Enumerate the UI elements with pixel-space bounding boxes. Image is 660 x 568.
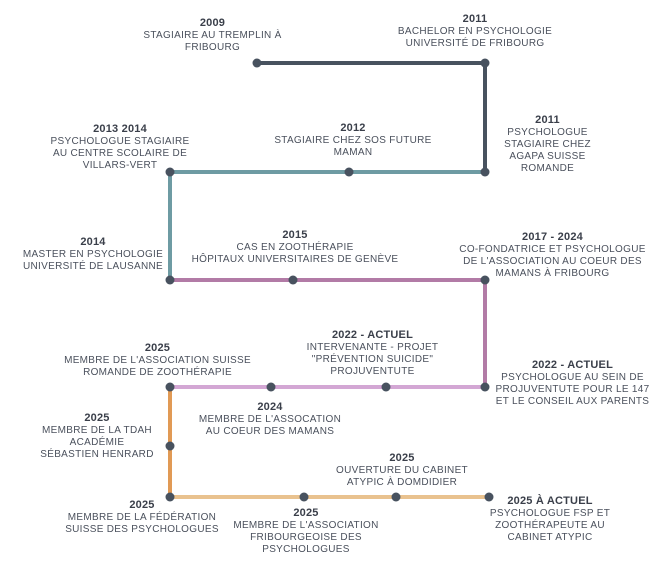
event-text: INTERVENANTE - PROJET "PRÉVENTION SUICID…	[306, 342, 439, 377]
event-2011-agapa: 2011 PSYCHOLOGUE STAGIAIRE CHEZ AGAPA SU…	[495, 114, 600, 175]
event-year: 2025	[129, 499, 155, 511]
timeline-dot	[165, 441, 175, 451]
timeline-dot	[299, 492, 309, 502]
event-text: PSYCHOLOGUE FSP ET ZOOTHÉRAPEUTE AU CABI…	[489, 508, 611, 543]
event-year: 2025	[293, 507, 319, 519]
timeline-dot	[266, 382, 276, 392]
event-2022-prevention-suicide: 2022 - ACTUEL INTERVENANTE - PROJET "PRÉ…	[300, 329, 445, 379]
event-2009-tremplin: 2009 STAGIAIRE AU TREMPLIN À FRIBOURG	[130, 17, 295, 54]
event-2015-cas-zootherapie: 2015 CAS EN ZOOTHÉRAPIE HÔPITAUX UNIVERS…	[190, 229, 400, 266]
event-2014-master: 2014 MASTER EN PSYCHOLOGIE UNIVERSITÉ DE…	[18, 236, 168, 273]
event-2012-sos-future-maman: 2012 STAGIAIRE CHEZ SOS FUTURE MAMAN	[258, 122, 448, 159]
event-year: 2011	[462, 13, 488, 25]
event-text: STAGIAIRE AU TREMPLIN À FRIBOURG	[143, 30, 282, 53]
timeline-dot	[288, 275, 298, 285]
event-2017-2024-cofondatrice: 2017 - 2024 CO-FONDATRICE ET PSYCHOLOGUE…	[450, 231, 655, 280]
event-year: 2017 - 2024	[522, 231, 583, 243]
timeline-dot	[480, 275, 490, 285]
event-year: 2011	[535, 114, 560, 126]
event-text: MEMBRE DE L'ASSOCIATION FRIBOURGEOISE DE…	[233, 520, 379, 555]
timeline-dot	[480, 167, 490, 177]
event-text: OUVERTURE DU CABINET ATYPIC À DOMDIDIER	[336, 465, 468, 488]
event-year: 2025	[389, 452, 415, 464]
event-2025-federation-suisse: 2025 MEMBRE DE LA FÉDÉRATION SUISSE DES …	[52, 499, 232, 536]
event-text: MEMBRE DE LA TDAH ACADÉMIE SÉBASTIEN HEN…	[40, 425, 154, 460]
event-text: MEMBRE DE L'ASSOCATION AU COEUR DES MAMA…	[198, 414, 342, 437]
event-2025-ouverture-cabinet: 2025 OUVERTURE DU CABINET ATYPIC À DOMDI…	[322, 452, 482, 489]
event-2025-association-fribourgeoise: 2025 MEMBRE DE L'ASSOCIATION FRIBOURGEOI…	[222, 507, 390, 556]
event-2025-tdah-academie: 2025 MEMBRE DE LA TDAH ACADÉMIE SÉBASTIE…	[38, 412, 156, 461]
event-year: 2015	[282, 229, 308, 241]
timeline-dot	[484, 492, 494, 502]
timeline-dot	[252, 58, 262, 68]
event-year: 2025 À ACTUEL	[507, 495, 593, 507]
event-2022-projuventute-psychologue: 2022 - ACTUEL PSYCHOLOGUE AU SEIN DE PRO…	[490, 359, 655, 408]
event-text: CAS EN ZOOTHÉRAPIE HÔPITAUX UNIVERSITAIR…	[191, 242, 399, 265]
timeline-dot	[165, 382, 175, 392]
event-text: PSYCHOLOGUE STAGIAIRE CHEZ AGAPA SUISSE …	[504, 127, 591, 174]
timeline-dot	[381, 382, 391, 392]
event-2013-2014-villars-vert: 2013 2014 PSYCHOLOGUE STAGIAIRE AU CENTR…	[45, 123, 195, 172]
event-2011-bachelor: 2011 BACHELOR EN PSYCHOLOGIE UNIVERSITÉ …	[375, 13, 575, 50]
timeline-dot	[165, 167, 175, 177]
event-text: MEMBRE DE L'ASSOCIATION SUISSE ROMANDE D…	[64, 355, 251, 378]
event-text: MASTER EN PSYCHOLOGIE UNIVERSITÉ DE LAUS…	[22, 249, 164, 272]
event-text: PSYCHOLOGUE STAGIAIRE AU CENTRE SCOLAIRE…	[50, 136, 190, 171]
event-2024-coeur-des-mamans: 2024 MEMBRE DE L'ASSOCATION AU COEUR DES…	[185, 401, 355, 438]
event-2025-cabinet-atypic: 2025 À ACTUEL PSYCHOLOGUE FSP ET ZOOTHÉR…	[470, 495, 630, 544]
event-year: 2012	[340, 122, 366, 134]
timeline-dot	[480, 58, 490, 68]
event-year: 2022 - ACTUEL	[331, 329, 414, 341]
event-text: PSYCHOLOGUE AU SEIN DE PROJUVENTUTE POUR…	[495, 372, 650, 407]
event-year: 2014	[80, 236, 106, 248]
event-year: 2025	[144, 342, 171, 354]
timeline-dot	[391, 492, 401, 502]
timeline-dot	[165, 275, 175, 285]
event-year: 2025	[84, 412, 110, 424]
timeline-dot	[480, 382, 490, 392]
event-year: 2024	[257, 401, 283, 413]
event-text: MEMBRE DE LA FÉDÉRATION SUISSE DES PSYCH…	[65, 512, 219, 535]
event-text: BACHELOR EN PSYCHOLOGIE UNIVERSITÉ DE FR…	[397, 26, 553, 49]
timeline-dot	[344, 167, 354, 177]
timeline-dot	[165, 492, 175, 502]
event-year: 2013 2014	[93, 123, 147, 135]
event-text: CO-FONDATRICE ET PSYCHOLOGUE DE L'ASSOCI…	[459, 244, 646, 279]
event-year: 2022 - ACTUEL	[531, 359, 614, 371]
event-year: 2009	[199, 17, 226, 29]
event-text: STAGIAIRE CHEZ SOS FUTURE MAMAN	[274, 135, 432, 158]
event-2025-zootherapie-romande: 2025 MEMBRE DE L'ASSOCIATION SUISSE ROMA…	[60, 342, 255, 379]
